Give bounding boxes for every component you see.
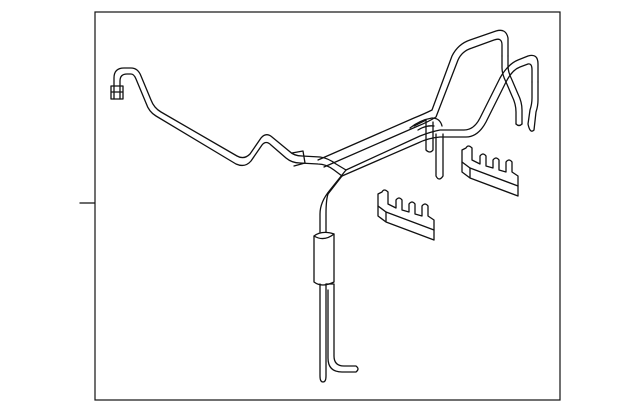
retaining-clip-right-body bbox=[461, 145, 519, 187]
lower-vertical-tube-left bbox=[319, 283, 327, 383]
upper-right-tube-hook-a bbox=[501, 55, 523, 125]
tube-sleeve bbox=[313, 231, 335, 286]
upper-right-tube-hook-a-end bbox=[515, 123, 523, 127]
upper-left-tube bbox=[110, 67, 347, 177]
lower-vertical-tube-bend bbox=[319, 169, 347, 233]
upper-left-tube-bottom-edge bbox=[119, 73, 343, 177]
retaining-clip-right bbox=[461, 145, 519, 197]
lower-vertical-tube-right bbox=[325, 283, 359, 373]
upper-right-tube bbox=[317, 29, 539, 180]
upper-left-tube-top-edge bbox=[113, 67, 347, 171]
retaining-clip-left bbox=[377, 189, 435, 241]
upper-right-tube-riser-a bbox=[413, 119, 434, 153]
retaining-clip-left-body bbox=[377, 189, 435, 231]
tube-assembly bbox=[110, 29, 539, 383]
upper-right-tube-hook-b bbox=[527, 81, 539, 132]
tube-sleeve-top-rim bbox=[313, 233, 335, 240]
upper-right-tube-outer-edge-b bbox=[323, 38, 503, 168]
upper-right-tube-riser-b bbox=[435, 133, 444, 180]
upper-left-tube-ferrule bbox=[291, 150, 306, 167]
retaining-clip-left-base bbox=[377, 205, 435, 241]
tube-sleeve-body bbox=[313, 231, 335, 286]
upper-left-tube-end-fitting bbox=[110, 85, 124, 100]
diagram-frame bbox=[94, 11, 561, 401]
upper-right-tube-bend-detail bbox=[409, 117, 443, 131]
upper-right-tube-inner-edge-a bbox=[345, 54, 539, 171]
upper-right-tube-outer-edge-a bbox=[317, 29, 509, 161]
retaining-clip-right-base bbox=[461, 161, 519, 197]
lower-vertical-tube bbox=[319, 169, 359, 383]
